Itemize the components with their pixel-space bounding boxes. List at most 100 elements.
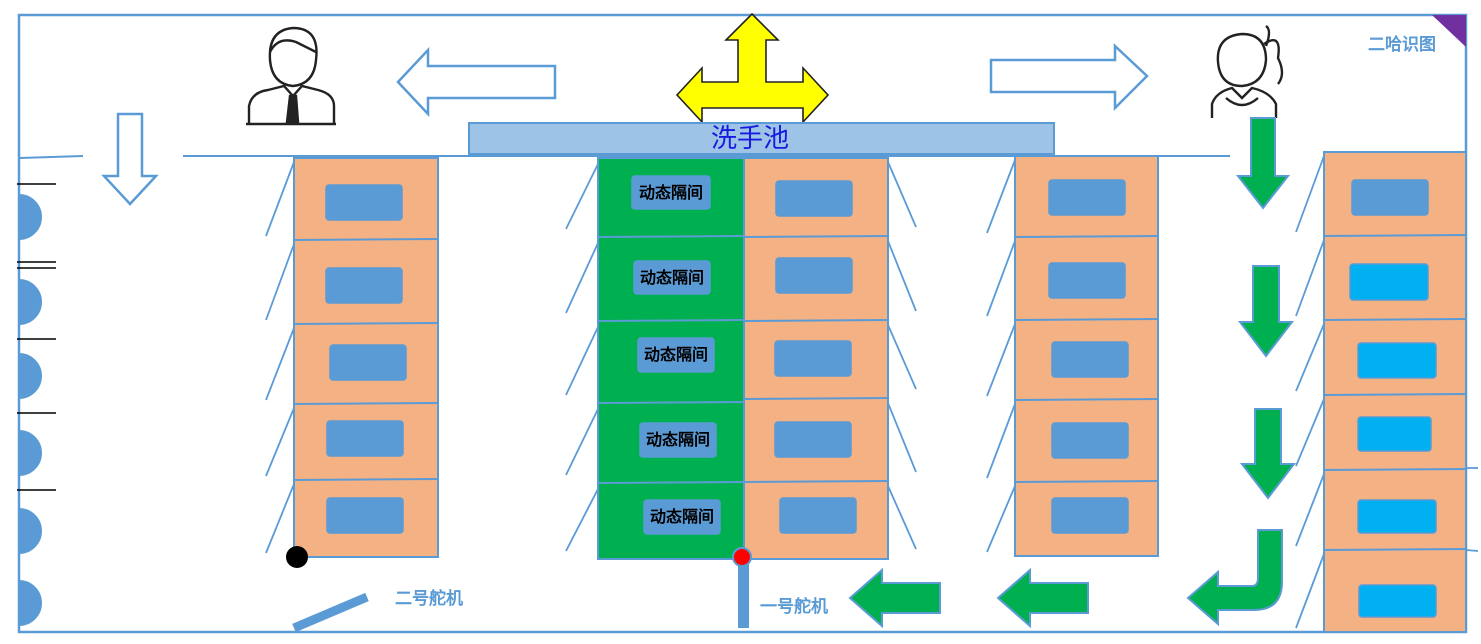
toilet-seat-highlighted xyxy=(1349,263,1429,301)
stall-divider xyxy=(1465,549,1479,552)
toilet-seat-highlighted xyxy=(1358,584,1437,618)
stall-door xyxy=(887,402,917,473)
stall-door xyxy=(565,242,599,314)
stall-door xyxy=(565,326,599,396)
stall-divider xyxy=(1014,235,1159,238)
servo-one-arm xyxy=(738,564,749,628)
stall-divider xyxy=(1323,234,1467,237)
servo-two-marker xyxy=(286,546,308,568)
toilet-seat xyxy=(326,497,404,534)
toilet-seat xyxy=(775,257,853,294)
servo-two-label: 二号舵机 xyxy=(395,588,463,609)
green-down-arrow-icon xyxy=(1235,117,1291,210)
servo-one-marker xyxy=(732,547,752,567)
urinal xyxy=(18,278,42,326)
urinal xyxy=(18,193,42,241)
stall-door xyxy=(887,324,917,390)
washbasin-label: 洗手池 xyxy=(711,124,789,154)
toilet-seat xyxy=(779,497,857,534)
green-down-arrow-icon xyxy=(1237,265,1295,358)
servo-two-arm xyxy=(292,592,369,633)
man-icon xyxy=(246,26,336,126)
stall-divider xyxy=(1323,393,1467,396)
toilet-seat-highlighted xyxy=(1357,499,1437,534)
dynamic-compartment-label: 动态隔间 xyxy=(646,430,710,449)
woman-icon xyxy=(1210,25,1284,118)
stall-divider xyxy=(1323,318,1467,321)
stall-divider xyxy=(1014,398,1159,401)
stall-door xyxy=(1295,398,1325,467)
stall-divider xyxy=(293,402,439,405)
stall-door xyxy=(986,485,1016,553)
stall-divider xyxy=(597,319,745,322)
stall-column-5 xyxy=(1323,151,1467,633)
stall-divider xyxy=(743,480,889,483)
urinal xyxy=(18,352,42,400)
urinal xyxy=(18,579,42,627)
stall-door xyxy=(1295,323,1325,392)
toilet-seat xyxy=(325,267,403,304)
right-hollow-arrow-icon xyxy=(989,43,1149,112)
stall-door xyxy=(1295,553,1325,629)
dynamic-compartment-seat xyxy=(643,499,721,535)
stall-door xyxy=(986,159,1016,234)
stall-divider xyxy=(1014,318,1159,321)
stall-door xyxy=(887,161,917,228)
stall-door xyxy=(565,488,599,552)
four-way-arrow-icon xyxy=(675,12,830,125)
stall-door xyxy=(265,483,295,554)
toilet-seat xyxy=(1051,422,1129,459)
stall-door xyxy=(265,327,295,401)
toilet-seat xyxy=(774,421,852,458)
green-turn-arrow-icon xyxy=(1186,529,1283,627)
green-down-arrow-icon xyxy=(1239,408,1297,500)
wall-line xyxy=(19,155,84,159)
toilet-seat xyxy=(1351,179,1429,216)
stall-divider xyxy=(743,235,889,238)
stall-door xyxy=(1295,155,1325,233)
stall-door xyxy=(986,403,1016,479)
stall-divider xyxy=(293,238,439,241)
stall-divider xyxy=(597,401,745,404)
dynamic-compartment-label: 动态隔间 xyxy=(650,507,714,526)
stall-door xyxy=(565,408,599,476)
stall-door xyxy=(565,163,599,230)
stall-divider xyxy=(293,322,439,325)
stall-divider xyxy=(1014,480,1159,483)
urinal xyxy=(18,507,42,555)
dynamic-compartment-label: 动态隔间 xyxy=(639,183,703,202)
stall-divider xyxy=(1323,548,1467,551)
dynamic-compartment-seat xyxy=(633,260,711,295)
stall-door xyxy=(887,485,917,550)
dynamic-compartment-seat xyxy=(639,422,717,458)
dynamic-compartment-label: 动态隔间 xyxy=(640,268,704,287)
toilet-seat xyxy=(1048,262,1126,299)
stall-door xyxy=(887,240,917,312)
toilet-seat-highlighted xyxy=(1357,416,1432,452)
toilet-seat xyxy=(329,344,407,381)
stall-door xyxy=(986,240,1016,317)
green-left-arrow-icon xyxy=(996,567,1089,629)
toilet-seat xyxy=(774,340,852,377)
stall-door xyxy=(265,243,295,321)
down-hollow-arrow-icon xyxy=(101,112,159,206)
left-hollow-arrow-icon xyxy=(396,46,557,118)
toilet-seat xyxy=(1051,341,1129,378)
urinal xyxy=(18,429,42,477)
urinal-row xyxy=(17,183,56,627)
servo-one-label: 一号舵机 xyxy=(760,596,828,617)
stall-divider xyxy=(1323,468,1467,471)
stall-divider xyxy=(743,319,889,322)
dynamic-compartment-seat xyxy=(631,175,711,210)
toilet-seat-highlighted xyxy=(1357,342,1437,379)
stall-divider xyxy=(597,481,745,484)
dynamic-compartment-label: 动态隔间 xyxy=(644,345,708,364)
corner-label: 二哈识图 xyxy=(1368,34,1436,55)
stall-door xyxy=(265,161,295,237)
toilet-seat xyxy=(1048,179,1126,216)
washbasin xyxy=(468,122,1055,155)
toilet-seat xyxy=(775,180,853,217)
